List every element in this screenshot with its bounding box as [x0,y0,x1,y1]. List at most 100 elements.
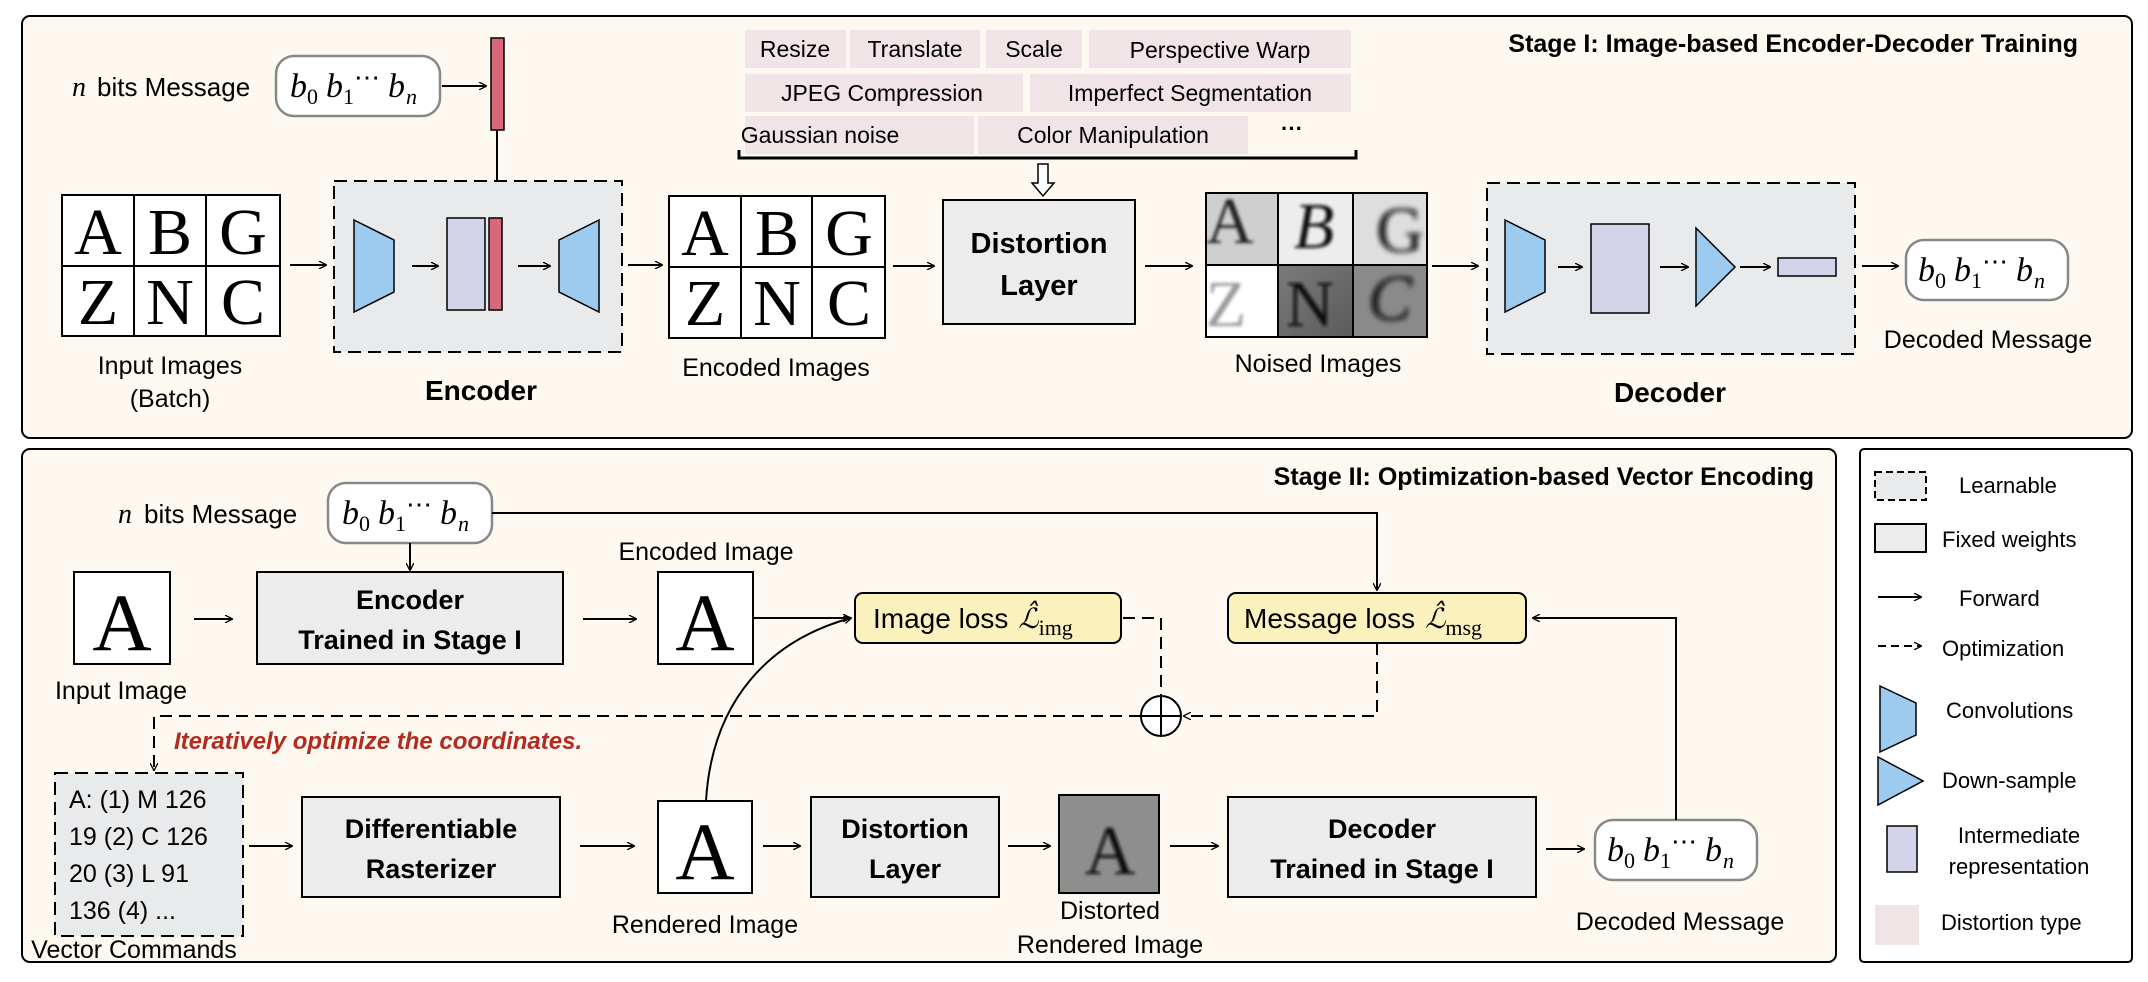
decoded2-b0: b [1607,832,1624,869]
arrow-rendered-to-imgloss [705,618,851,802]
stage2-distortion-layer [810,796,1000,898]
encoded-letter-5: N [753,267,801,340]
vector-command-2: 19 (2) C 126 [69,823,208,851]
rasterizer-box [301,796,561,898]
vector-commands-box [54,772,244,937]
encoded-letter-1: A [681,197,729,270]
stage2-decoder-box [1227,796,1537,898]
arrow-decoded-to-msgloss [1533,618,1677,820]
stage2-distortion-label-1: Distortion [841,814,969,844]
decoded2-bn: b [1705,832,1722,869]
decoder-output-vector [1777,257,1837,277]
input-images-label: Input Images [98,352,243,380]
stage1-message-b0: b [290,68,307,105]
stage1-message-bn: b [388,68,405,105]
stage2-encoder-label-1: Encoder [356,585,465,615]
rendered-label: Rendered Image [612,911,798,939]
chip-perspective [1089,30,1351,68]
decoded1-bn: b [2016,252,2033,289]
input-letter-4: Z [78,266,118,339]
legend-intermediate-2: representation [1949,854,2090,879]
msgloss-to-sum-dashed [1184,643,1378,716]
legend-distortion-type: Distortion type [1941,910,2082,935]
chip-scale-label: Scale [1005,36,1063,62]
iterative-note: Iteratively optimize the coordinates. [174,728,582,755]
noised-images-grid: A B G Z N C [1205,185,1428,341]
stage1-distortion-layer [942,199,1136,325]
legend-convolutions: Convolutions [1946,698,2073,723]
vector-commands-list: A: (1) M 126 19 (2) C 126 20 (3) L 91 13… [69,786,208,925]
stage1-message-bits: b 0 b 1 ⋯ b n [290,63,417,109]
stage2-decoded-bits: b 0 b 1 ⋯ b n [1607,827,1734,873]
decoded1-s0: 0 [1935,268,1946,293]
input-letter-6: C [221,266,265,339]
decoded2-b1: b [1643,832,1660,869]
stage1-title: Stage I: Image-based Encoder-Decoder Tra… [1508,30,2078,58]
stage2-message-sn: n [458,511,469,536]
chip-translate-label: Translate [867,36,962,62]
legend-distortion-swatch [1875,905,1919,945]
stage1-message-dots: ⋯ [354,63,380,92]
noised-images-label: Noised Images [1235,350,1402,378]
vector-command-4: 136 (4) ... [69,897,176,925]
image-loss-box [854,592,1122,644]
stage1-distortion-label-1: Distortion [971,228,1108,260]
chip-jpeg [745,74,1023,112]
encoded-letter-6: C [827,267,871,340]
stage2-message-bn: b [440,495,457,532]
legend-intermediate-1: Intermediate [1958,823,2080,848]
input-letter-2: B [148,196,192,269]
arrow-message-to-msgloss [492,512,1377,590]
decoded1-b0: b [1918,252,1935,289]
legend-panel [1859,448,2133,963]
stage2-message-bits: b 0 b 1 ⋯ b n [342,490,469,536]
stage2-message-b1: b [378,495,395,532]
stage2-title: Stage II: Optimization-based Vector Enco… [1274,463,1814,491]
message-loss-symbol: ℒ̂ [1425,600,1446,635]
noised-letter-2: B [1294,190,1334,263]
stage2-n-bits-label: bits Message [144,499,297,529]
rendered-image [657,800,753,894]
input-images-grid: A B G Z N C [61,194,281,339]
rendered-letter: A [675,806,734,897]
noised-letter-3: G [1376,194,1424,267]
chip-perspective-label: Perspective Warp [1130,37,1311,63]
legend-learnable: Learnable [1959,473,2057,498]
noised-letter-6: C [1368,262,1413,335]
chips-bracket [737,150,1358,160]
decoded1-sn: n [2034,268,2045,293]
chip-gaussian [745,116,974,154]
chip-translate [850,30,980,68]
image-loss-symbol: ℒ̂ [1018,600,1039,635]
stage2-decoded-label: Decoded Message [1576,908,1784,936]
stage2-distortion-label-2: Layer [869,854,942,884]
encoded-images-label: Encoded Images [682,354,870,382]
stage1-decoded-bits: b 0 b 1 ⋯ b n [1918,247,2045,293]
stage1-message-box [274,54,442,118]
encoded-letter-2: B [755,197,799,270]
decoder-intermediate-block [1590,223,1650,314]
stage2-encoder-box [256,571,564,665]
vector-command-1: A: (1) M 126 [69,786,207,814]
encoded-letter-3: G [825,197,873,270]
decoder-downsample-icon [1695,226,1737,308]
encoder-bit-bar [488,217,503,311]
stage2-input-label: Input Image [55,677,187,705]
image-loss-text: Image loss [873,603,1008,634]
chip-color-label: Color Manipulation [1017,122,1209,148]
input-letter-5: N [146,266,194,339]
input-images-label-2: (Batch) [130,385,211,413]
distorted-image [1058,794,1160,894]
stage2-encoder-label-2: Trained in Stage I [298,625,522,655]
stage2-message-dots: ⋯ [406,490,432,519]
distortion-chips: Resize Translate Scale Perspective Warp … [741,30,1351,154]
distorted-label-1: Distorted [1060,897,1160,925]
decoded1-b1: b [1954,252,1971,289]
stage2-input-image [73,571,171,665]
decoded2-s1: 1 [1660,848,1671,873]
encoded-images-grid: A B G Z N C [668,195,886,340]
stage2-message-b0: b [342,495,359,532]
stage1-message-s1: 1 [343,84,354,109]
